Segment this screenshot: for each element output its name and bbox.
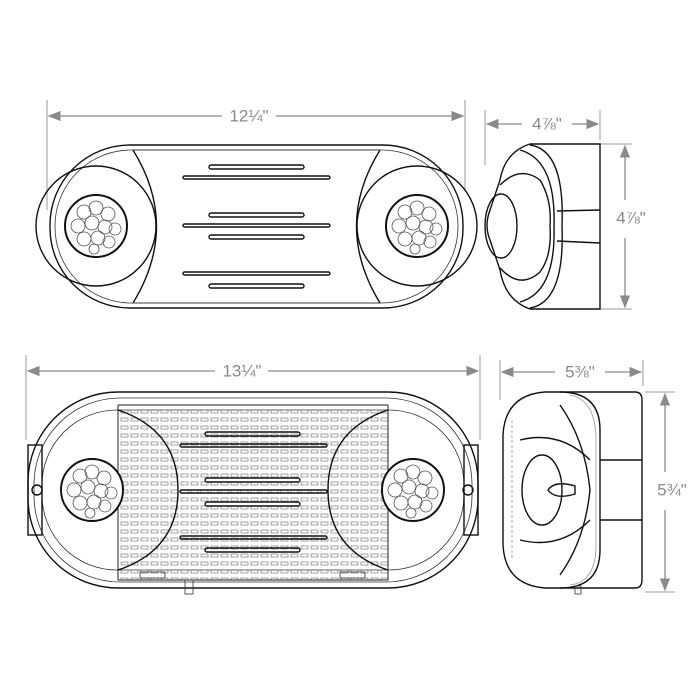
bottom-front-view: 13¼" — [25, 355, 481, 595]
top-front-view: 12¼" — [35, 100, 478, 309]
led-lens-left — [60, 458, 124, 522]
bottom-side-view: 5⅜" 5¾" — [499, 360, 687, 595]
top-side-depth-label: 4⅞" — [532, 114, 562, 133]
led-lens-right — [381, 458, 445, 522]
led-lens-left — [64, 194, 128, 258]
bottom-side-height-label: 5¾" — [657, 480, 687, 499]
bottom-side-depth-label: 5⅜" — [565, 362, 595, 381]
top-side-view: 4⅞" 4⅞" — [484, 110, 646, 310]
bottom-front-width-label: 13¼" — [222, 361, 261, 380]
top-front-width-label: 12¼" — [229, 106, 268, 125]
led-lens-right — [385, 194, 449, 258]
top-side-height-label: 4⅞" — [616, 208, 646, 227]
